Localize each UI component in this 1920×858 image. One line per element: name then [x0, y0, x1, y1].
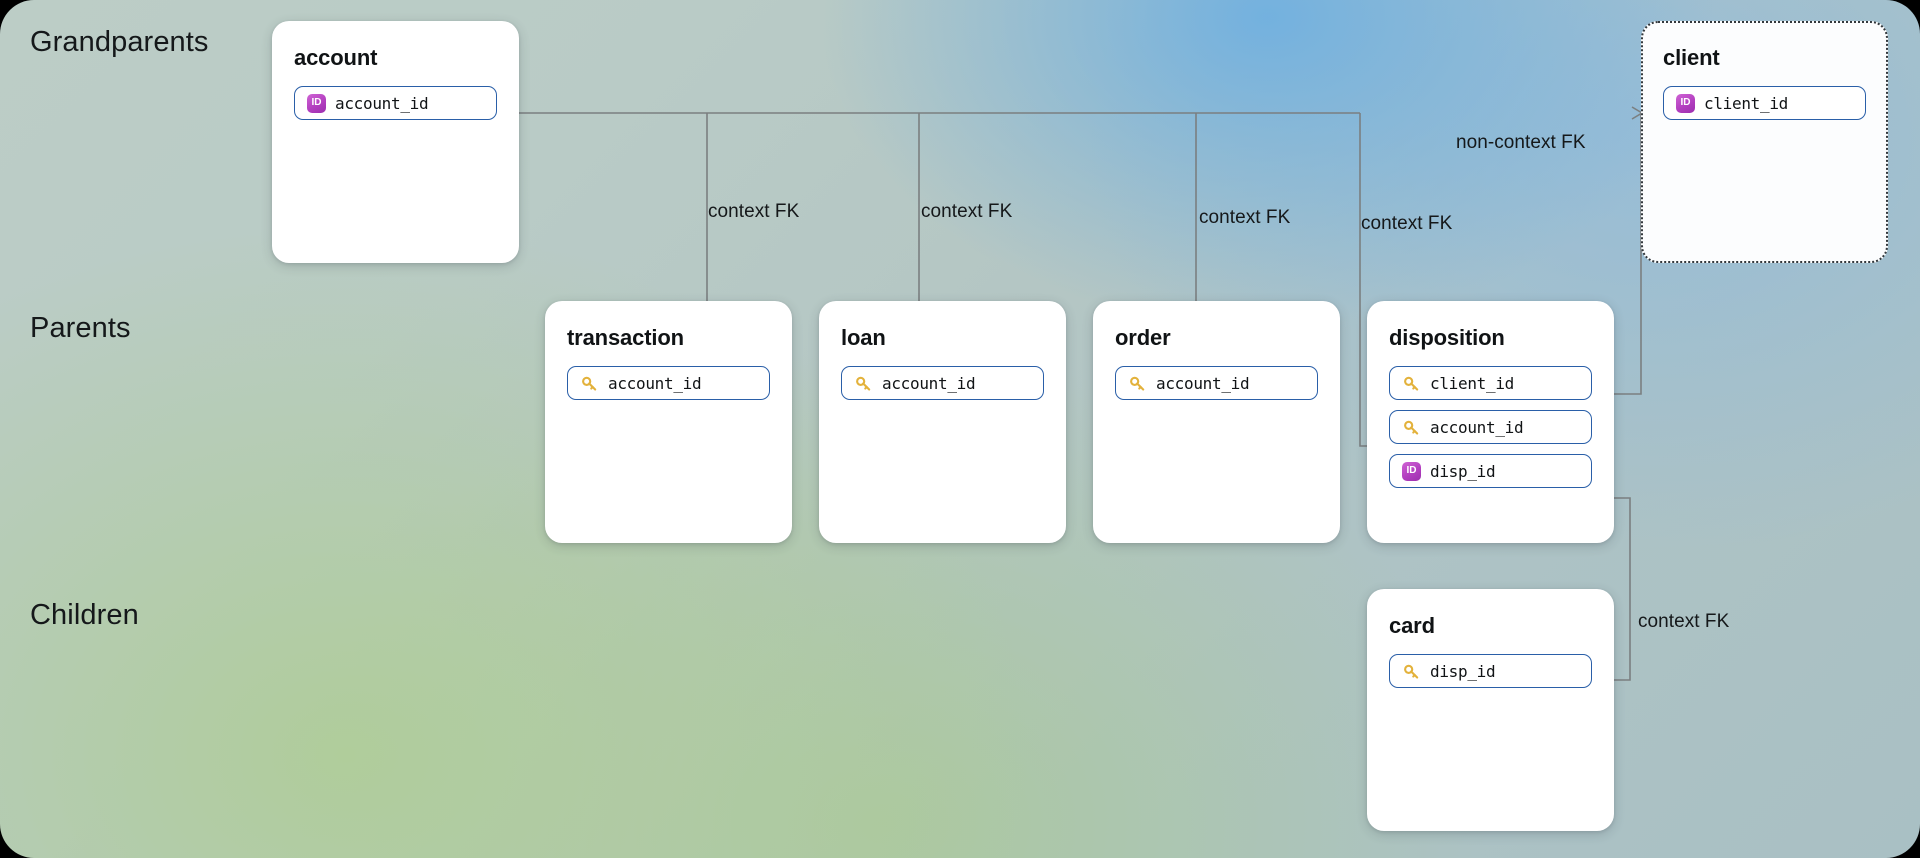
id-badge-icon: ID: [1402, 461, 1421, 481]
row-label-grandparents: Grandparents: [30, 26, 209, 58]
field-label: disp_id: [1430, 661, 1496, 681]
edge-label-context-fk-disposition: context FK: [1361, 213, 1453, 234]
entity-title-card: card: [1389, 613, 1435, 638]
field-disposition-disp-id[interactable]: ID disp_id: [1389, 454, 1592, 488]
row-label-parents: Parents: [30, 312, 131, 344]
field-label: disp_id: [1430, 461, 1496, 481]
entity-card-loan[interactable]: loan account_id: [819, 301, 1066, 543]
field-disposition-client-id[interactable]: client_id: [1389, 366, 1592, 400]
key-icon: [1402, 418, 1421, 437]
edge-label-non-context-fk: non-context FK: [1456, 132, 1586, 153]
entity-card-account[interactable]: account ID account_id: [272, 21, 519, 263]
field-card-disp-id[interactable]: disp_id: [1389, 654, 1592, 688]
edge-label-context-fk-loan: context FK: [921, 201, 1013, 222]
edge-label-context-fk-transaction: context FK: [708, 201, 800, 222]
field-client-client-id[interactable]: ID client_id: [1663, 86, 1866, 120]
field-order-account-id[interactable]: account_id: [1115, 366, 1318, 400]
key-icon: [1402, 662, 1421, 681]
field-label: client_id: [1704, 93, 1788, 113]
key-icon: [1128, 374, 1147, 393]
field-label: client_id: [1430, 373, 1514, 393]
field-label: account_id: [1156, 373, 1250, 393]
entity-card-client[interactable]: client ID client_id: [1641, 21, 1888, 263]
field-label: account_id: [608, 373, 702, 393]
field-label: account_id: [1430, 417, 1524, 437]
id-badge-icon: ID: [1676, 93, 1695, 113]
entity-card-disposition[interactable]: disposition client_id account_id: [1367, 301, 1614, 543]
entity-card-card[interactable]: card disp_id: [1367, 589, 1614, 831]
entity-title-loan: loan: [841, 325, 886, 350]
entity-card-transaction[interactable]: transaction account_id: [545, 301, 792, 543]
entity-card-order[interactable]: order account_id: [1093, 301, 1340, 543]
entity-title-order: order: [1115, 325, 1171, 350]
field-transaction-account-id[interactable]: account_id: [567, 366, 770, 400]
key-icon: [580, 374, 599, 393]
edge-label-context-fk-card: context FK: [1638, 611, 1730, 632]
entity-title-disposition: disposition: [1389, 325, 1505, 350]
entity-title-transaction: transaction: [567, 325, 684, 350]
field-label: account_id: [882, 373, 976, 393]
field-label: account_id: [335, 93, 429, 113]
entity-title-client: client: [1663, 45, 1720, 70]
key-icon: [854, 374, 873, 393]
field-loan-account-id[interactable]: account_id: [841, 366, 1044, 400]
field-disposition-account-id[interactable]: account_id: [1389, 410, 1592, 444]
entity-title-account: account: [294, 45, 378, 70]
edge-label-context-fk-order: context FK: [1199, 207, 1291, 228]
field-account-account-id[interactable]: ID account_id: [294, 86, 497, 120]
edge-disposition-client: [1612, 113, 1642, 395]
key-icon: [1402, 374, 1421, 393]
row-label-children: Children: [30, 599, 139, 631]
id-badge-icon: ID: [307, 93, 326, 113]
